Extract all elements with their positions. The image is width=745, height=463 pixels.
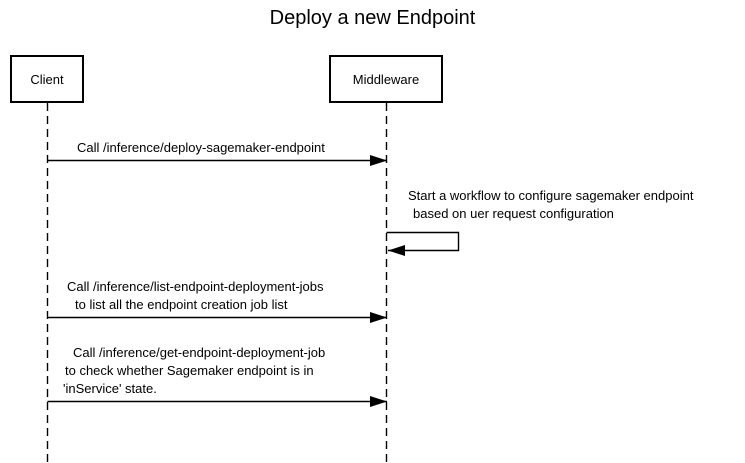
- self-message-arrow: [386, 231, 460, 256]
- message-line: Call /inference/get-endpoint-deployment-…: [73, 345, 326, 360]
- message-line: Start a workflow to configure sagemaker …: [408, 188, 694, 203]
- message-line: to list all the endpoint creation job li…: [75, 297, 288, 312]
- message-line: Call /inference/list-endpoint-deployment…: [67, 279, 324, 294]
- message-line: to check whether Sagemaker endpoint is i…: [65, 363, 314, 378]
- message-1-label: Call /inference/deploy-sagemaker-endpoin…: [77, 139, 325, 157]
- actor-client: Client: [10, 55, 84, 103]
- message-3-label: Call /inference/get-endpoint-deployment-…: [63, 344, 325, 398]
- diagram-title: Deploy a new Endpoint: [269, 7, 476, 29]
- message-line: 'inService' state.: [63, 381, 157, 396]
- message-line: Call /inference/deploy-sagemaker-endpoin…: [77, 140, 325, 155]
- message-2-label: Call /inference/list-endpoint-deployment…: [67, 278, 324, 314]
- actor-middleware: Middleware: [329, 55, 443, 103]
- actor-middleware-label: Middleware: [352, 71, 420, 87]
- message-line: based on uer request configuration: [413, 206, 614, 221]
- self-message-label: Start a workflow to configure sagemaker …: [408, 187, 693, 223]
- actor-client-label: Client: [30, 71, 64, 87]
